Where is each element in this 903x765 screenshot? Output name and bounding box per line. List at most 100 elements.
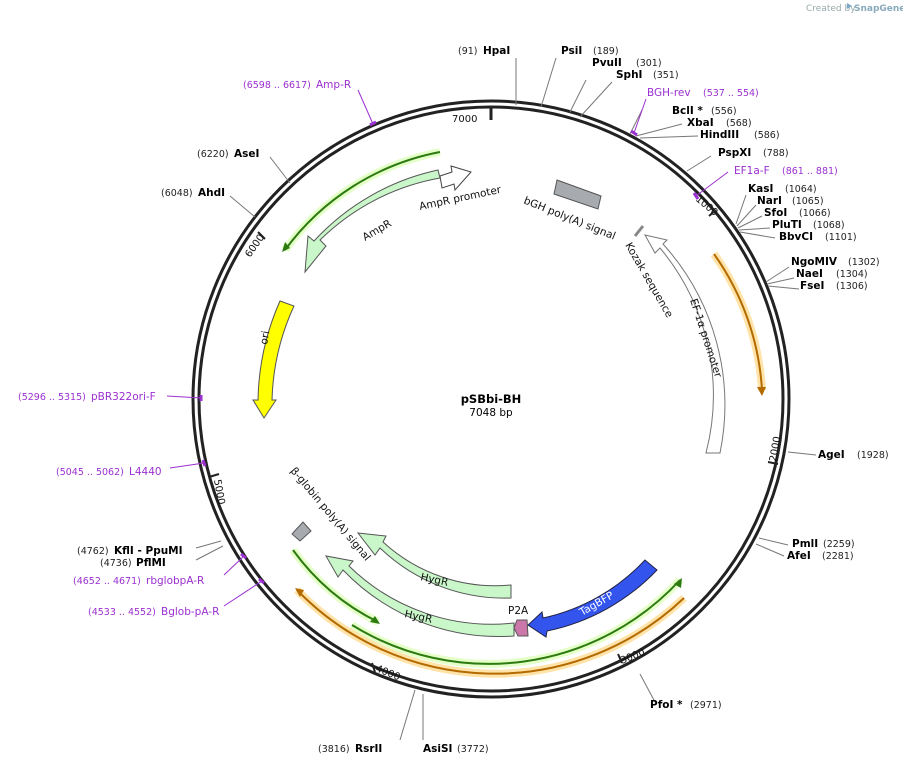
- feature-ef1a-promoter[interactable]: [644, 234, 726, 454]
- ruler-tick-2000: 2000: [767, 436, 783, 465]
- feature-p2a-label: P2A: [508, 605, 529, 617]
- primer-pbr322ori-f-pos: (5296 .. 5315): [18, 392, 86, 403]
- site-nari[interactable]: NarI: [757, 195, 782, 207]
- feature-ori-label: ori: [258, 330, 272, 346]
- site-psii[interactable]: PsiI: [561, 45, 582, 57]
- site-naei[interactable]: NaeI: [796, 268, 823, 280]
- site-sfoi[interactable]: SfoI: [764, 207, 787, 219]
- site-agei[interactable]: AgeI: [818, 449, 845, 461]
- ruler-tick-3000: 3000: [617, 647, 647, 667]
- svg-text:2000: 2000: [768, 436, 783, 463]
- site-pspxi-pos: (788): [763, 148, 789, 159]
- site-pflmi-pos: (4736): [100, 558, 132, 569]
- svg-text:5000: 5000: [211, 479, 226, 506]
- site-hpai[interactable]: HpaI: [483, 45, 510, 57]
- feature-p2a[interactable]: [513, 619, 529, 637]
- site-rsrii[interactable]: RsrII: [355, 743, 382, 755]
- site-ahdi[interactable]: AhdI: [198, 187, 225, 199]
- site-pmli[interactable]: PmlI: [792, 538, 818, 550]
- site-ngomiv[interactable]: NgoMIV: [791, 256, 838, 268]
- site-pfoi[interactable]: PfoI *: [650, 699, 683, 711]
- site-hpai-pos: (91): [458, 46, 478, 57]
- primer-lines: [166, 89, 729, 607]
- primer-bglob-pa-r[interactable]: Bglob-pA-R: [161, 606, 219, 618]
- site-rsrii-pos: (3816): [318, 744, 350, 755]
- site-pluti-pos: (1068): [813, 220, 845, 231]
- site-kfli-pos: (4762): [77, 546, 109, 557]
- primer-amp-r-pos: (6598 .. 6617): [243, 80, 311, 91]
- site-kasi[interactable]: KasI: [748, 183, 773, 195]
- site-pmli-pos: (2259): [823, 539, 855, 550]
- feature-tagbfp[interactable]: [527, 559, 658, 638]
- site-kfli[interactable]: KflI - PpuMI: [114, 545, 183, 557]
- site-afei[interactable]: AfeI: [787, 550, 811, 562]
- primer-rbglobpa-r-pos: (4652 .. 4671): [73, 576, 141, 587]
- site-pspxi[interactable]: PspXI: [718, 147, 751, 159]
- site-bbvci-pos: (1101): [825, 232, 857, 243]
- feature-bgh-polya[interactable]: [553, 179, 602, 210]
- long-green-arc-head: [674, 578, 682, 588]
- site-asei[interactable]: AseI: [234, 148, 259, 160]
- site-xbai[interactable]: XbaI: [687, 117, 714, 129]
- feature-kozak[interactable]: [633, 225, 645, 237]
- amp-r-arc: [284, 151, 441, 251]
- primer-bgh-rev[interactable]: BGH-rev: [647, 87, 691, 99]
- long-orange-arc: [296, 589, 685, 675]
- site-pluti[interactable]: PluTI: [772, 219, 802, 231]
- site-hindiii[interactable]: HindIII: [700, 129, 739, 141]
- feature-betaglobin-label: β-globin poly(A) signal: [288, 465, 373, 563]
- backbone-inner-ring: [197, 105, 785, 693]
- primer-bglob-pa-r-pos: (4533 .. 4552): [88, 607, 156, 618]
- primer-l4440[interactable]: L4440: [129, 466, 162, 478]
- feature-hygr-inner[interactable]: [356, 532, 512, 599]
- feature-hygr-outer-label: HygR: [403, 608, 433, 626]
- site-asei-pos: (6220): [197, 149, 229, 160]
- site-ngomiv-pos: (1302): [848, 257, 880, 268]
- site-fsei-pos: (1306): [836, 281, 868, 292]
- primer-pbr322ori-f[interactable]: pBR322ori-F: [91, 391, 156, 403]
- primer-amp-r[interactable]: Amp-R: [316, 79, 351, 91]
- site-agei-pos: (1928): [857, 450, 889, 461]
- feature-ampr-promoter[interactable]: [439, 165, 472, 192]
- primer-bgh-rev-pos: (537 .. 554): [703, 88, 759, 99]
- snapgene-logo-icon: [847, 3, 852, 9]
- feature-ampr[interactable]: [304, 169, 441, 274]
- site-psii-pos: (189): [593, 46, 619, 57]
- primer-l4440-pos: (5045 .. 5062): [56, 467, 124, 478]
- svg-text:3000: 3000: [619, 647, 647, 667]
- feature-hygr-inner-label: HygR: [419, 571, 449, 589]
- feature-ampr-promoter-label: AmpR promoter: [418, 184, 503, 213]
- plasmid-name: pSBbi-BH: [461, 392, 522, 406]
- site-pvuii-pos: (301): [636, 58, 662, 69]
- primer-ef1a-f[interactable]: EF1a-F: [734, 165, 770, 177]
- site-asisi[interactable]: AsiSI: [423, 743, 452, 755]
- site-kasi-pos: (1064): [785, 184, 817, 195]
- site-ahdi-pos: (6048): [161, 188, 193, 199]
- site-afei-pos: (2281): [822, 551, 854, 562]
- credit-text: Created by: [806, 4, 856, 14]
- primer-rbglobpa-r[interactable]: rbglobpA-R: [146, 575, 204, 587]
- site-sfoi-pos: (1066): [799, 208, 831, 219]
- credit-brand: SnapGene: [854, 4, 903, 14]
- site-pvuii[interactable]: PvuII: [592, 57, 622, 69]
- rbglob-arc-head: [370, 616, 380, 624]
- leader-lines: [195, 57, 817, 741]
- feature-betaglobin-polya[interactable]: [291, 521, 312, 542]
- primer-marks: [199, 120, 700, 585]
- site-bbvci[interactable]: BbvCI: [779, 231, 813, 243]
- rbglob-arc: [292, 549, 379, 623]
- long-green-arc: [351, 579, 681, 665]
- feature-ampr-label: AmpR: [361, 218, 394, 244]
- site-fsei[interactable]: FseI: [800, 280, 824, 292]
- site-asisi-pos: (3772): [457, 744, 489, 755]
- ruler-tick-5000: 5000: [208, 473, 226, 506]
- feature-ori[interactable]: [252, 300, 295, 419]
- site-bcli-pos: (556): [711, 106, 737, 117]
- site-bcli[interactable]: BclI *: [672, 105, 703, 117]
- site-sphi[interactable]: SphI: [616, 69, 642, 81]
- feature-hygr-outer[interactable]: [325, 555, 515, 638]
- site-pflmi[interactable]: PflMI: [136, 557, 166, 569]
- ruler-tick-7000: 7000: [452, 114, 477, 125]
